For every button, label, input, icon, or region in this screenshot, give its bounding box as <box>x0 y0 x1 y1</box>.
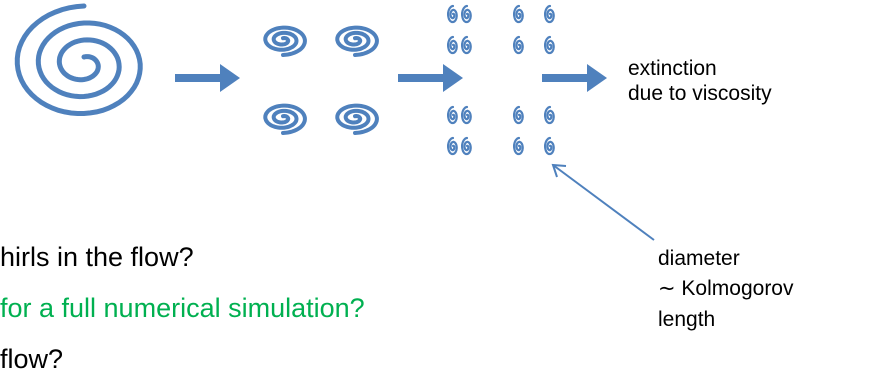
small-whirl-spiral-icon <box>513 35 524 55</box>
medium-whirl-spiral-icon <box>263 103 307 135</box>
small-whirl-spiral-icon <box>447 136 458 156</box>
small-whirl-spiral-icon <box>513 105 524 125</box>
kolmogorov-label: diameter ∼ Kolmogorov length <box>658 244 794 335</box>
kolmogorov-pointer-line <box>552 164 655 241</box>
small-whirl-spiral-icon <box>461 136 472 156</box>
medium-whirl-spiral-icon <box>263 25 307 57</box>
extinction-line-2: due to viscosity <box>628 82 772 106</box>
kolmogorov-line-1: diameter <box>658 247 740 270</box>
kolmogorov-line-2: ∼ Kolmogorov <box>658 277 794 301</box>
question-line-3: flow? <box>0 344 64 374</box>
small-whirl-spiral-icon <box>461 35 472 55</box>
right-arrow-icon <box>175 64 240 92</box>
extinction-label: extinction due to viscosity <box>628 56 772 106</box>
small-whirl-spiral-icon <box>447 4 458 24</box>
question-line-1: hirls in the flow? <box>0 242 194 272</box>
small-whirl-spiral-icon <box>513 4 524 24</box>
right-arrow-icon <box>542 64 607 92</box>
medium-whirl-spiral-icon <box>335 25 379 57</box>
small-whirl-spiral-icon <box>544 35 555 55</box>
small-whirl-spiral-icon <box>544 105 555 125</box>
kolmogorov-line-3: length <box>658 307 716 331</box>
small-whirl-spiral-icon <box>461 105 472 125</box>
small-whirl-spiral-icon <box>544 4 555 24</box>
large-whirl-spiral-icon <box>14 3 143 116</box>
kolmogorov-pointer-arrowhead <box>551 163 567 178</box>
extinction-line-1: extinction <box>628 57 717 80</box>
small-whirl-spiral-icon <box>461 4 472 24</box>
question-line-2: for a full numerical simulation? <box>0 293 365 323</box>
small-whirl-spiral-icon <box>544 136 555 156</box>
medium-whirl-spiral-icon <box>335 103 379 135</box>
small-whirl-spiral-icon <box>513 136 524 156</box>
small-whirl-spiral-icon <box>447 105 458 125</box>
right-arrow-icon <box>398 64 463 92</box>
small-whirl-spiral-icon <box>447 35 458 55</box>
